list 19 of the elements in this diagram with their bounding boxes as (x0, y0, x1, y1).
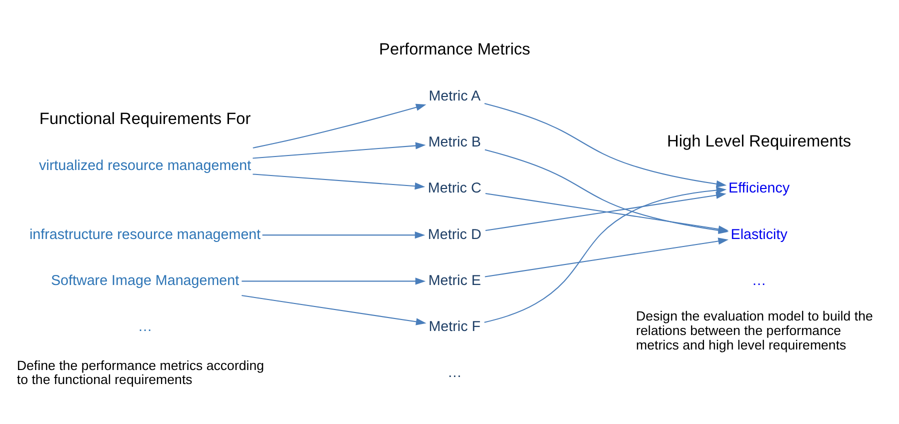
node-text: Metric C (428, 180, 482, 197)
node-text: Metric B (428, 134, 481, 151)
label: Performance Metrics (379, 40, 530, 58)
node-text: Metric F (428, 319, 481, 336)
node-text: Software Image Management (50, 272, 240, 289)
label: Functional Requirements For (39, 110, 251, 128)
label: Define the performance metrics according to the functional requirements (16, 358, 264, 388)
node-text: Efficiency (728, 180, 790, 197)
node-text: Elasticity (730, 226, 788, 243)
label: High Level Requirements (667, 132, 852, 151)
label: … (138, 319, 152, 336)
node-text: Metric E (428, 272, 481, 289)
node-text: virtualized resource management (39, 158, 252, 174)
node-text: Metric A (428, 88, 481, 104)
node-text: infrastructure resource management (29, 226, 261, 243)
label: … (752, 272, 766, 289)
node-text: Metric D (428, 226, 482, 243)
label: Design the evaluation model to build the relations between the performance metrics and high level requirements (636, 308, 873, 352)
label: … (447, 365, 462, 382)
